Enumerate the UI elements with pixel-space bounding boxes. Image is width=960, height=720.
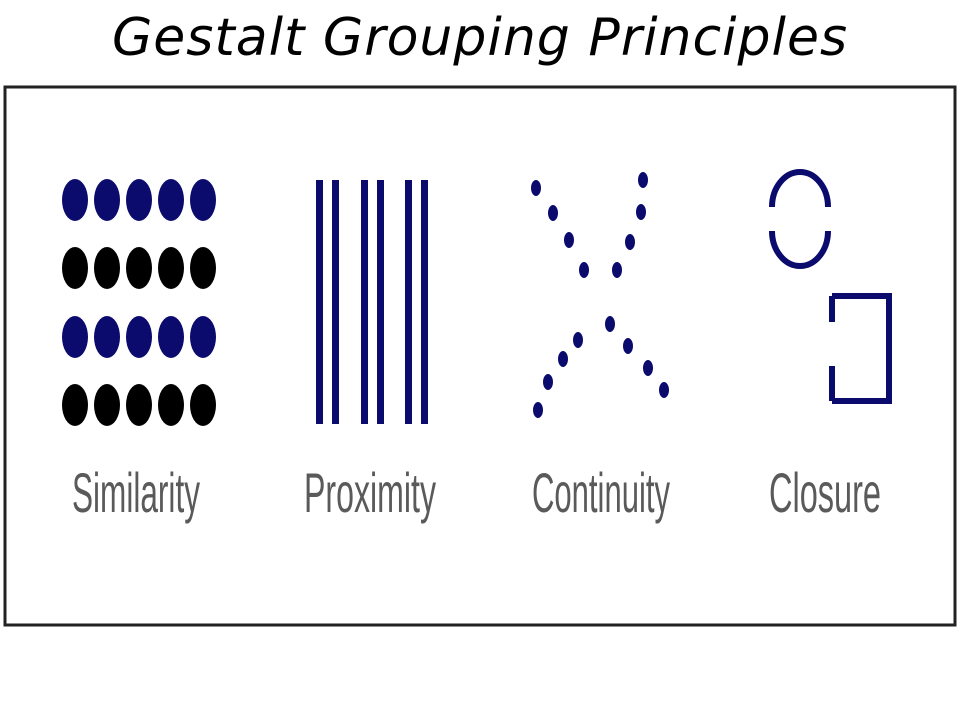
continuity-dot [636,204,646,220]
slide-title: Gestalt Grouping Principles [111,8,849,68]
continuity-dot [531,180,541,196]
similarity-dot [126,247,152,289]
continuity-dot [659,382,669,398]
continuity-dot [623,338,633,354]
similarity-dot [62,179,88,221]
similarity-dot [158,316,184,358]
proximity-line [361,180,368,424]
continuity-dot [548,205,558,221]
similarity-dot [94,179,120,221]
broken-circle [769,169,831,208]
continuity-dot [558,351,568,367]
proximity-line [332,180,339,424]
continuity-dot [643,360,653,376]
similarity-dot [94,316,120,358]
continuity-dot [564,232,574,248]
similarity-dot [62,247,88,289]
continuity-dot [579,262,589,278]
label-continuity: Continuity [532,461,670,524]
similarity-dot [62,316,88,358]
proximity-lines [316,180,428,424]
similarity-dot [158,179,184,221]
proximity-line [405,180,412,424]
similarity-dot [126,316,152,358]
proximity-line [316,180,323,424]
label-proximity: Proximity [304,461,436,524]
similarity-dot [94,384,120,426]
continuity-dot [605,316,615,332]
similarity-dot [62,384,88,426]
similarity-dot [190,316,216,358]
similarity-dot [190,179,216,221]
similarity-dot [94,247,120,289]
figure-frame [3,85,957,627]
proximity-line [421,180,428,424]
similarity-dot [126,384,152,426]
similarity-dot [158,247,184,289]
continuity-dot [543,374,553,390]
continuity-dot [573,332,583,348]
broken-square [832,293,892,404]
continuity-dot [533,402,543,418]
similarity-dot [126,179,152,221]
similarity-dot [158,384,184,426]
continuity-dot [638,172,648,188]
continuity-dot [612,262,622,278]
closure-shapes [769,169,892,404]
label-closure: Closure [769,461,881,524]
label-similarity: Similarity [72,461,200,524]
continuity-dotted-x [531,172,669,418]
continuity-dot [625,234,635,250]
similarity-dot-grid [62,179,216,426]
broken-circle [769,230,831,269]
similarity-dot [190,384,216,426]
proximity-line [377,180,384,424]
similarity-dot [190,247,216,289]
